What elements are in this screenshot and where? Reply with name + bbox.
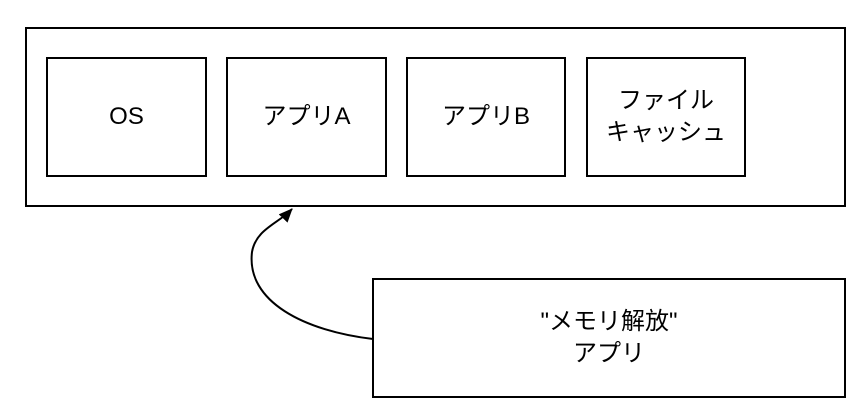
memory-release-app-box: "メモリ解放" アプリ — [372, 278, 846, 398]
memory-segment-app-a-label: アプリA — [262, 103, 351, 130]
memory-segment-file-cache-label: ファイル キャッシュ — [606, 87, 726, 146]
memory-bar — [25, 27, 846, 207]
memory-segment-os-label: OS — [109, 103, 144, 130]
memory-release-app-label: "メモリ解放" アプリ — [540, 308, 678, 367]
memory-segment-app-b: アプリB — [406, 57, 566, 177]
memory-segment-app-b-label: アプリB — [441, 103, 530, 130]
memory-segment-os: OS — [46, 57, 207, 177]
memory-segment-file-cache: ファイル キャッシュ — [586, 57, 746, 177]
arrow-curve — [250, 208, 374, 340]
memory-segment-app-a: アプリA — [226, 57, 387, 177]
